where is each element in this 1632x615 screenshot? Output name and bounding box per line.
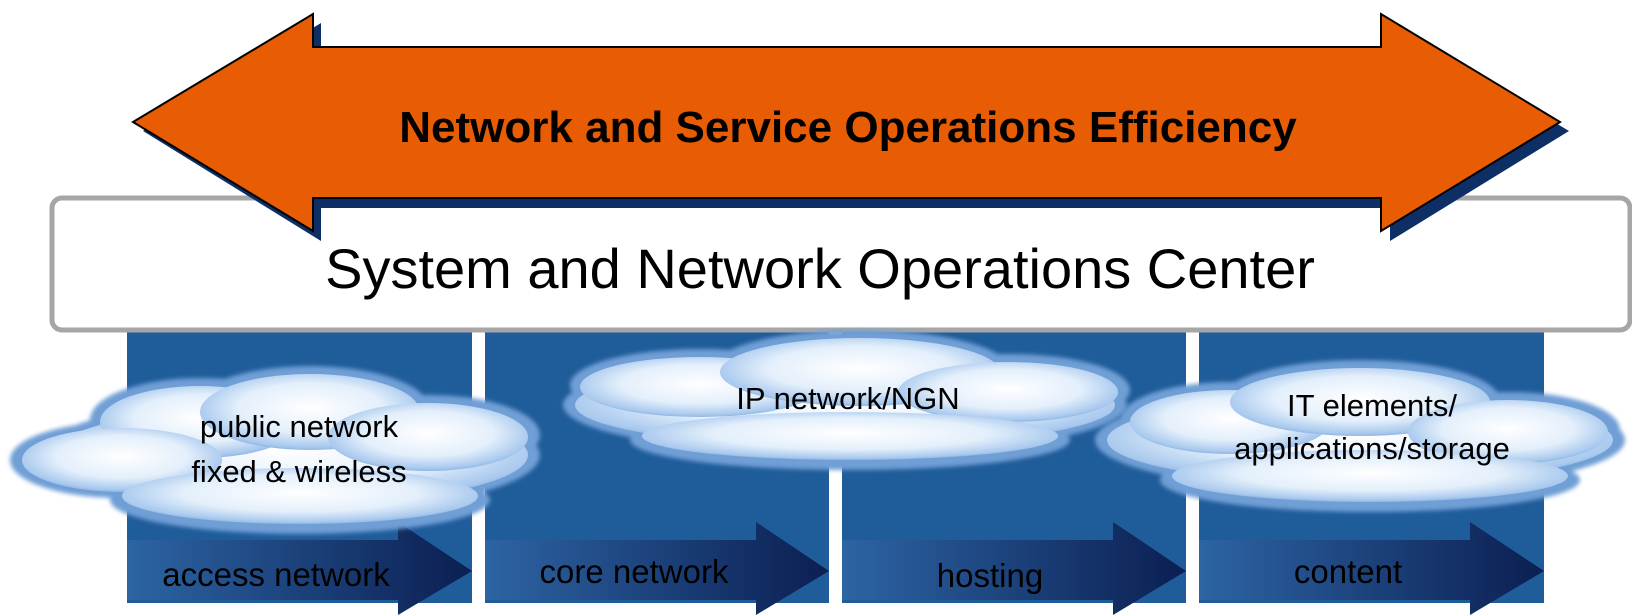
column-label-access: access network bbox=[162, 556, 390, 593]
cloud-it-line1: IT elements/ bbox=[1287, 388, 1457, 423]
column-label-content: content bbox=[1294, 553, 1402, 590]
cloud-it-line2: applications/storage bbox=[1234, 431, 1510, 466]
cloud-public-network: public network fixed & wireless bbox=[10, 366, 540, 534]
cloud-it-elements: IT elements/ applications/storage bbox=[1095, 360, 1625, 512]
cloud-public-line2: fixed & wireless bbox=[191, 454, 406, 489]
top-double-arrow bbox=[131, 12, 1562, 233]
column-label-core: core network bbox=[540, 553, 729, 590]
column-arrows bbox=[127, 522, 1544, 615]
cloud-public-line1: public network bbox=[200, 409, 399, 444]
column-arrow-core bbox=[485, 522, 829, 615]
operations-center-label: System and Network Operations Center bbox=[325, 237, 1315, 300]
top-arrow-label: Network and Service Operations Efficienc… bbox=[399, 103, 1297, 152]
cloud-ip-line1: IP network/NGN bbox=[736, 381, 959, 416]
column-arrow-content bbox=[1199, 522, 1544, 615]
column-arrow-hosting bbox=[842, 522, 1186, 615]
cloud-ip-network: IP network/NGN bbox=[563, 330, 1130, 470]
column-label-hosting: hosting bbox=[937, 557, 1043, 594]
column-arrow-access bbox=[127, 522, 472, 615]
